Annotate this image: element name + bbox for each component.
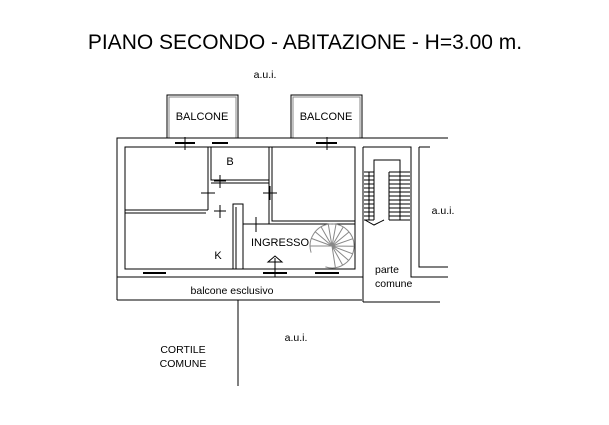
stair-steps — [364, 171, 410, 221]
aui-bottom-label: a.u.i. — [285, 332, 308, 344]
balcony-left — [166, 94, 239, 138]
balcone-right-label: BALCONE — [300, 111, 353, 123]
aui-top-label: a.u.i. — [254, 69, 277, 81]
spiral-staircase — [309, 223, 355, 269]
balcone-left-label: BALCONE — [176, 111, 229, 123]
balcony-right — [290, 94, 363, 138]
spiral-steps — [310, 224, 355, 268]
parte-label: parte — [375, 264, 399, 276]
cortile-label: CORTILE — [160, 344, 205, 356]
comune-label: comune — [375, 278, 413, 290]
common-stairwell — [362, 146, 448, 303]
cucina-label: K — [214, 250, 222, 262]
aui-right-label: a.u.i. — [432, 205, 455, 217]
spiral-outline — [309, 223, 355, 269]
bagno-label: B — [226, 156, 233, 168]
ingresso-label: INGRESSO — [251, 237, 310, 249]
balcone-esclusivo-label: balcone esclusivo — [191, 285, 274, 297]
plan-title: PIANO SECONDO - ABITAZIONE - H=3.00 m. — [88, 31, 522, 54]
apartment-walls — [116, 137, 448, 301]
cortile-comune-label: COMUNE — [160, 358, 207, 370]
